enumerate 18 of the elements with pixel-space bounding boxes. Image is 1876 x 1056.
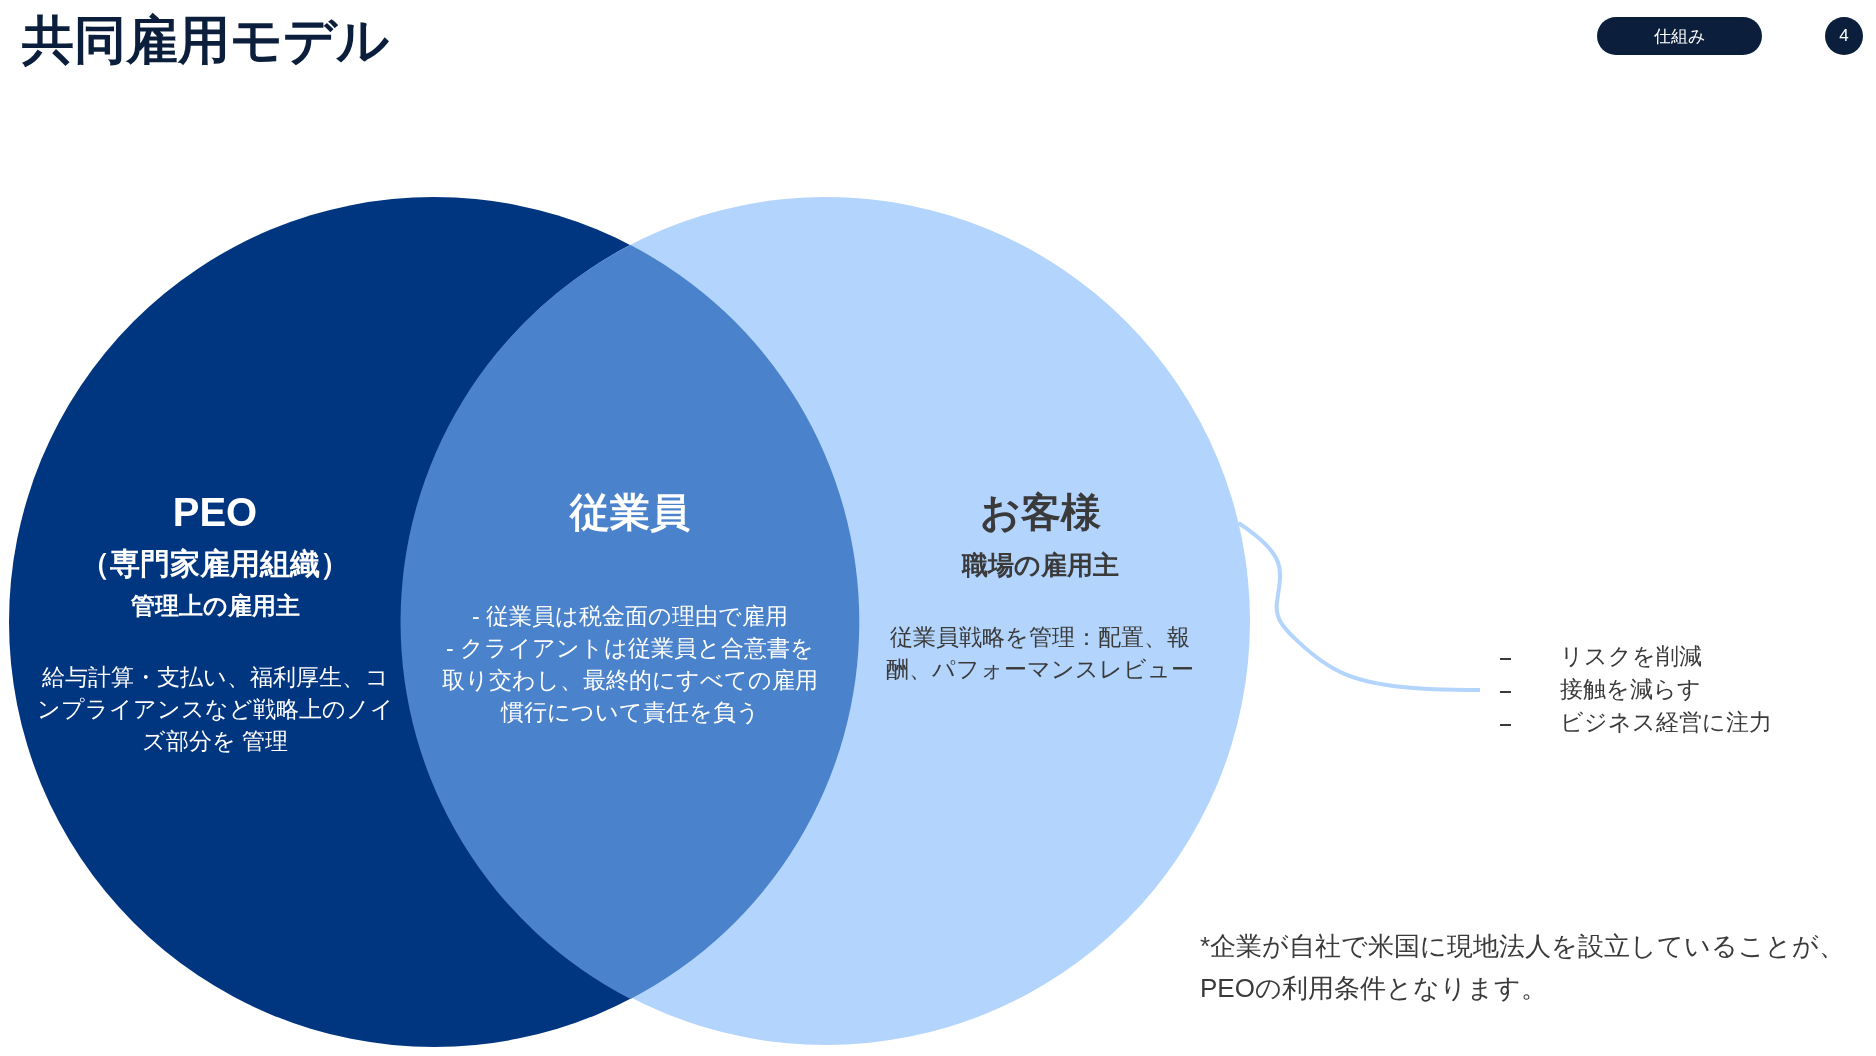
node-subheading: （専門家雇用組織） — [79, 546, 351, 582]
connector-line — [1237, 521, 1480, 692]
node-subheading: 管理上の雇用主 — [129, 591, 301, 621]
page-number: 4 — [1825, 17, 1863, 55]
list-item: 接触を減らす — [1560, 675, 1702, 704]
list-item: ビジネス経営に注力 — [1560, 708, 1773, 737]
node-description: - 従業員は税金面の理由で雇用 — [470, 602, 790, 631]
node-subheading: 職場の雇用主 — [960, 549, 1120, 582]
node-heading: 従業員 — [568, 489, 691, 536]
list-item: リスクを削減 — [1560, 642, 1703, 671]
node-description: - クライアントは従業員と合意書を取り交わし、最終的にすべての雇用慣行について責任を負う — [441, 634, 819, 727]
node-description: 従業員戦略を管理：配置、報酬、パフォーマンスレビュー — [885, 623, 1195, 684]
node-heading: お客様 — [978, 489, 1102, 536]
slide-title: 共同雇用モデル — [22, 10, 389, 71]
node-description: 給与計算・支払い、福利厚生、コンプライアンスなど戦略上のノイズ部分を 管理 — [35, 663, 395, 756]
footnote: *企業が自社で米国に現地法人を設立していることが、PEOの利用条件となります。 — [1200, 930, 1847, 1005]
section-tag: 仕組み — [1597, 17, 1762, 55]
node-heading: PEO — [171, 489, 259, 536]
